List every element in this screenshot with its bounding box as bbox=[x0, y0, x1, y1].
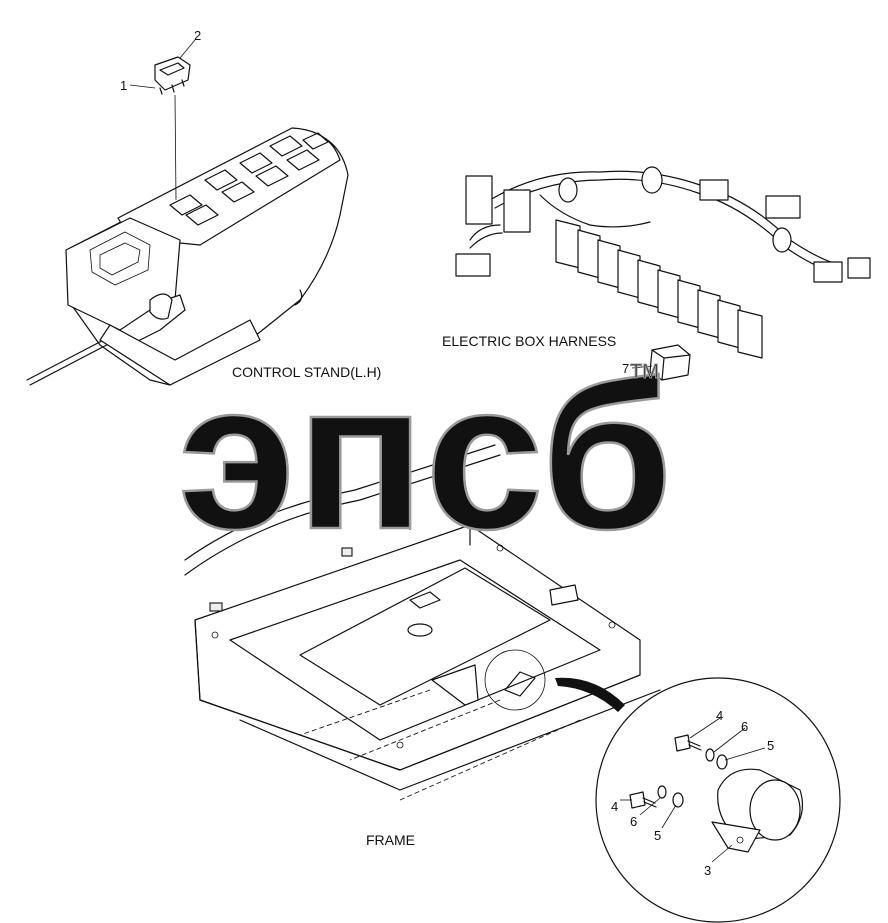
relay-item-7 bbox=[649, 344, 691, 381]
callout-4-upper: 4 bbox=[716, 708, 723, 723]
electric-box-harness-drawing bbox=[455, 166, 871, 381]
control-stand-drawing bbox=[26, 39, 349, 386]
watermark: эпсб TM bbox=[177, 337, 675, 575]
callout-1: 1 bbox=[120, 78, 127, 93]
callout-5-lower: 5 bbox=[654, 828, 661, 843]
detail-view bbox=[595, 677, 841, 923]
label-electric-box-harness: ELECTRIC BOX HARNESS bbox=[442, 333, 616, 349]
relay-bank bbox=[555, 219, 763, 359]
label-frame: FRAME bbox=[366, 832, 415, 848]
frame-drawing bbox=[184, 440, 661, 801]
watermark-text: эпсб bbox=[178, 338, 673, 573]
callout-7: 7 bbox=[622, 361, 629, 376]
rocker-switch bbox=[154, 56, 191, 95]
callout-4-lower: 4 bbox=[611, 799, 618, 814]
callout-5-upper: 5 bbox=[767, 738, 774, 753]
callout-6-upper: 6 bbox=[741, 719, 748, 734]
callout-2: 2 bbox=[194, 28, 201, 43]
callout-3: 3 bbox=[704, 863, 711, 878]
switch-pads bbox=[169, 132, 329, 226]
watermark-trademark: TM bbox=[630, 361, 659, 383]
callout-6-lower: 6 bbox=[630, 814, 637, 829]
label-control-stand: CONTROL STAND(L.H) bbox=[232, 364, 381, 380]
